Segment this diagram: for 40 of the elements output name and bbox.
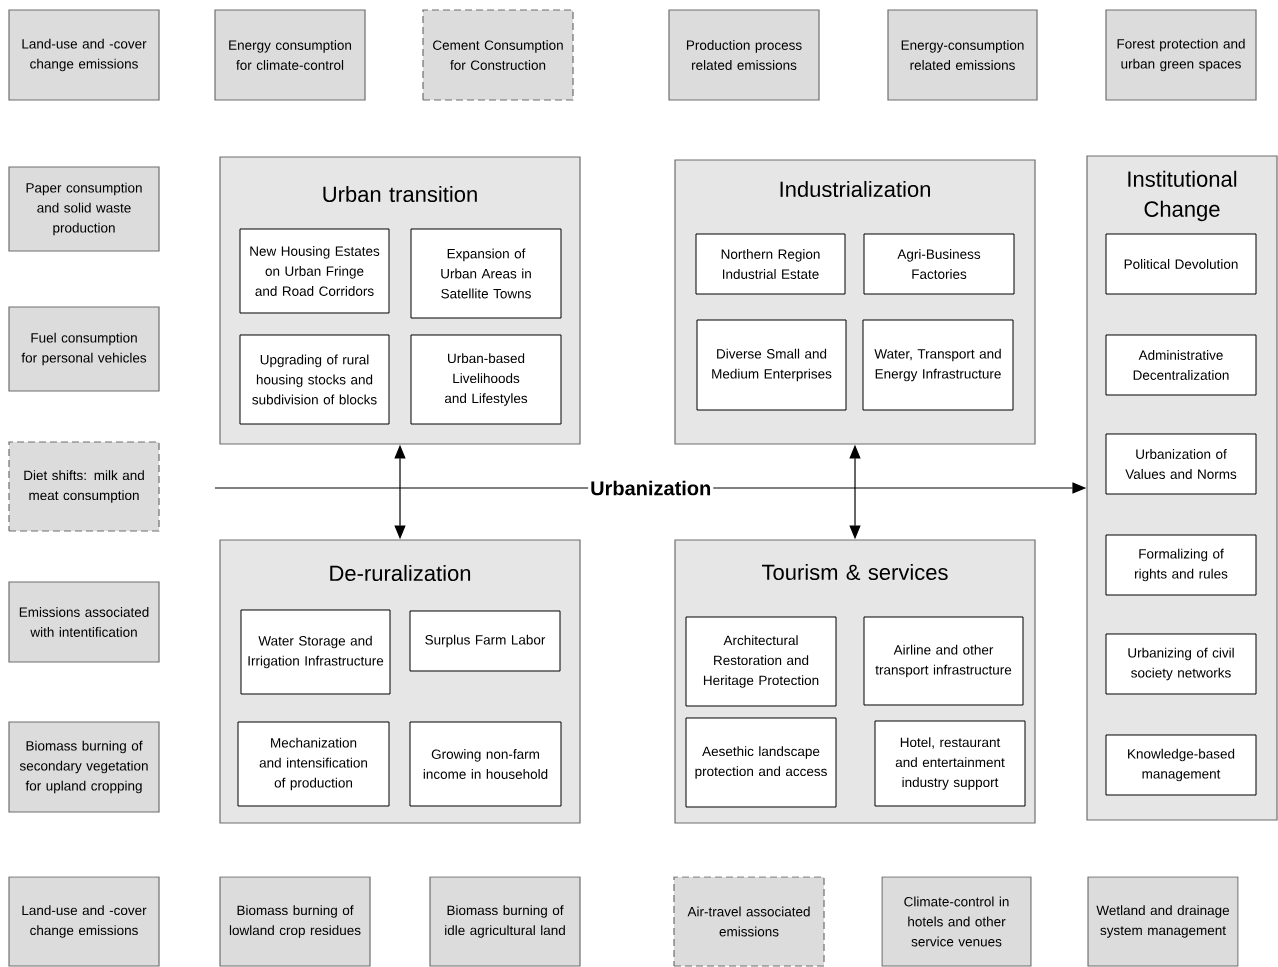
category-box: Biomass burning of secondary vegetation for upland cropping <box>8 721 160 813</box>
item-box: Water Storage and Irrigation Infrastructure <box>240 609 391 695</box>
category-box: Energy-consumption related emissions <box>887 9 1038 101</box>
item-box: Urban-based Livelihoods and Lifestyles <box>410 334 562 425</box>
item-box: Agri-Business Factories <box>863 233 1015 295</box>
category-box: Air-travel associated emissions <box>673 876 825 967</box>
item-box: Political Devolution <box>1105 233 1257 295</box>
item-box: New Housing Estates on Urban Fringe and Road Corridors <box>239 228 390 314</box>
item-box: Northern Region Industrial Estate <box>695 233 846 295</box>
item-box: Formalizing of rights and rules <box>1105 534 1257 596</box>
item-box: Urbanization of Values and Norms <box>1105 433 1257 495</box>
edge-label: Urbanization <box>588 478 714 498</box>
item-box: Architectural Restoration and Heritage Protection <box>685 616 837 707</box>
item-box: Administrative Decentralization <box>1105 334 1257 396</box>
item-box: Airline and other transport infrastructure <box>863 616 1024 706</box>
item-box: Aesethic landscape protection and access <box>685 717 837 808</box>
item-box: Water, Transport and Energy Infrastructure <box>862 319 1014 411</box>
item-box: Upgrading of rural housing stocks and subdivision of blocks <box>239 334 390 425</box>
item-box: Diverse Small and Medium Enterprises <box>696 319 847 411</box>
category-box: Biomass burning of lowland crop residues <box>219 876 371 967</box>
category-box: Biomass burning of idle agricultural land <box>429 876 581 967</box>
category-box: Diet shifts: milk and meat consumption <box>8 441 160 532</box>
category-box: Land-use and -cover change emissions <box>8 9 160 101</box>
category-box: Forest protection and urban green spaces <box>1105 9 1257 101</box>
item-box: Hotel, restaurant and entertainment industry support <box>874 720 1026 807</box>
item-box: Expansion of Urban Areas in Satellite Towns <box>410 228 562 319</box>
category-box: Land-use and -cover change emissions <box>8 876 160 967</box>
category-box: Climate-control in hotels and other service venues <box>881 876 1032 967</box>
category-box: Energy consumption for climate-control <box>214 9 366 101</box>
category-box: Paper consumption and solid waste production <box>8 166 160 252</box>
item-box: Growing non-farm income in household <box>409 721 562 807</box>
category-box: Fuel consumption for personal vehicles <box>8 306 160 392</box>
item-box: Knowledge-based management <box>1105 734 1257 796</box>
item-box: Urbanizing of civil society networks <box>1105 633 1257 695</box>
category-box: Emissions associated with intentification <box>8 581 160 663</box>
category-box: Cement Consumption for Construction <box>422 9 574 101</box>
category-box: Production process related emissions <box>668 9 820 101</box>
item-box: Mechanization and intensification of production <box>237 721 390 807</box>
item-box: Surplus Farm Labor <box>409 610 561 672</box>
category-box: Wetland and drainage system management <box>1087 876 1239 967</box>
